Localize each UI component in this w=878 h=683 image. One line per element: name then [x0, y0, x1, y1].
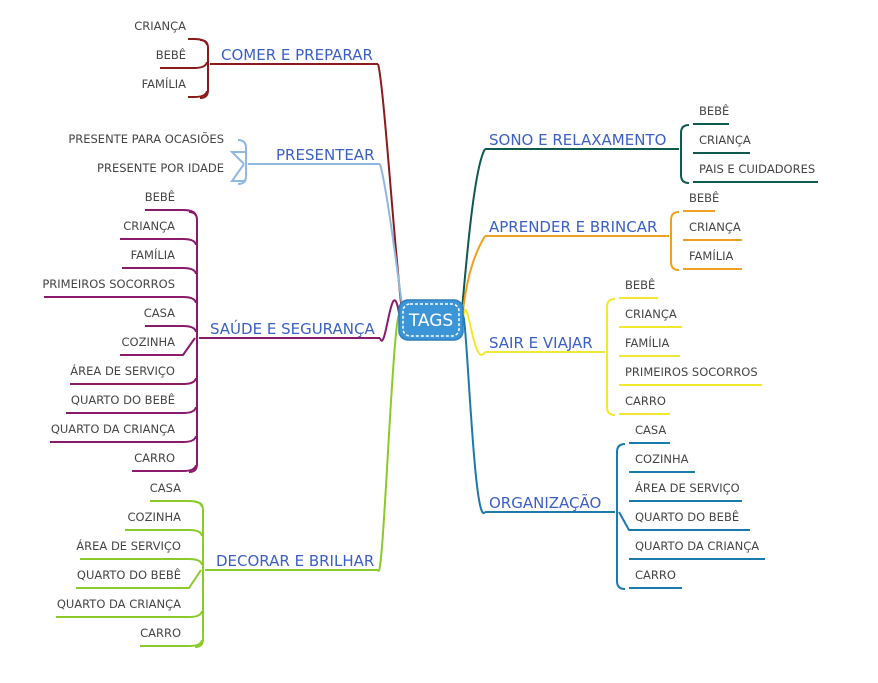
- subtopic-label[interactable]: COZINHA: [122, 335, 176, 349]
- subtopic-label[interactable]: CASA: [144, 306, 175, 320]
- branch-1: PRESENTEAR PRESENTE PARA OCASIÕES PRESENTE…: [68, 131, 405, 321]
- subtopic-line: [160, 61, 208, 69]
- subtopic-label[interactable]: CRIANÇA: [123, 219, 175, 233]
- subtopic-line: [229, 151, 246, 165]
- branch-4: SONO E RELAXAMENTO BEBÊ CRIANÇA PAIS E CUID…: [460, 103, 818, 321]
- subtopic-label[interactable]: BEBÊ: [689, 190, 719, 205]
- branch-3: DECORAR E BRILHAR CASA COZINHA ÁREA DE SERV…: [56, 311, 403, 648]
- branch-connector: [460, 148, 486, 321]
- branch-label[interactable]: DECORAR E BRILHAR: [216, 552, 374, 570]
- subtopic-line: [140, 639, 203, 647]
- branch-label[interactable]: PRESENTEAR: [276, 146, 375, 164]
- subtopic-label[interactable]: ÁREA DE SERVIÇO: [635, 480, 740, 495]
- subtopic-label[interactable]: CARRO: [635, 568, 676, 582]
- subtopic-line: [120, 238, 197, 246]
- branch-label[interactable]: APRENDER E BRINCAR: [489, 218, 657, 236]
- subtopic-label[interactable]: COZINHA: [128, 510, 182, 524]
- subtopic-label[interactable]: CARRO: [134, 451, 175, 465]
- subtopic-label[interactable]: CRIANÇA: [699, 133, 751, 147]
- subtopic-label[interactable]: COZINHA: [635, 452, 689, 466]
- branch-bracket: [672, 124, 690, 184]
- subtopic-label[interactable]: QUARTO DA CRIANÇA: [51, 422, 175, 436]
- subtopic-line: [145, 325, 197, 333]
- branch-5: APRENDER E BRINCAR BEBÊ CRIANÇA FAMÍLIA: [461, 190, 742, 321]
- branch-label[interactable]: ORGANIZAÇÃO: [489, 493, 601, 512]
- subtopic-label[interactable]: CARRO: [625, 394, 666, 408]
- subtopic-label[interactable]: PRIMEIROS SOCORROS: [625, 365, 758, 379]
- subtopic-label[interactable]: CRIANÇA: [689, 220, 741, 234]
- subtopic-line: [120, 337, 196, 356]
- branch-2: SAÚDE E SEGURANÇA BEBÊ CRIANÇA FAMÍLIA PRIME…: [42, 189, 401, 473]
- branch-connector: [377, 311, 403, 572]
- branch-bracket: [199, 39, 214, 99]
- subtopic-label[interactable]: FAMÍLIA: [689, 248, 734, 263]
- subtopic-label[interactable]: BEBÊ: [145, 189, 175, 204]
- subtopic-line: [125, 529, 203, 537]
- branch-connector: [461, 314, 486, 514]
- subtopic-label[interactable]: CARRO: [140, 626, 181, 640]
- subtopic-line: [44, 296, 197, 304]
- subtopic-label[interactable]: FAMÍLIA: [142, 76, 187, 91]
- center-node-box: [398, 299, 464, 341]
- subtopic-label[interactable]: PRESENTE PARA OCASIÕES: [68, 131, 224, 146]
- subtopic-label[interactable]: BEBÊ: [156, 47, 186, 62]
- subtopic-label[interactable]: CRIANÇA: [134, 19, 186, 33]
- subtopic-label[interactable]: ÁREA DE SERVIÇO: [76, 538, 181, 553]
- branch-label[interactable]: SAÚDE E SEGURANÇA: [210, 319, 375, 338]
- subtopic-label[interactable]: QUARTO DO BEBÊ: [77, 567, 181, 582]
- subtopic-label[interactable]: QUARTO DO BEBÊ: [635, 509, 739, 524]
- subtopic-label[interactable]: FAMÍLIA: [131, 247, 176, 262]
- subtopic-line: [132, 464, 197, 472]
- branch-bracket: [598, 298, 616, 416]
- subtopic-label[interactable]: PRIMEIROS SOCORROS: [42, 277, 175, 291]
- branch-connector: [379, 163, 405, 321]
- subtopic-line: [76, 569, 202, 589]
- subtopic-line: [188, 38, 208, 46]
- branch-label[interactable]: COMER E PREPARAR: [221, 46, 373, 64]
- subtopic-line: [230, 163, 246, 182]
- subtopic-label[interactable]: CASA: [150, 481, 181, 495]
- subtopic-line: [150, 500, 203, 508]
- branch-bracket: [610, 443, 626, 590]
- subtopic-label[interactable]: ÁREA DE SERVIÇO: [70, 363, 175, 378]
- subtopic-line: [188, 90, 208, 98]
- branch-connector: [462, 309, 486, 356]
- subtopic-label[interactable]: FAMÍLIA: [625, 335, 670, 350]
- subtopic-line: [56, 610, 203, 618]
- subtopic-line: [145, 209, 197, 217]
- center-node-dashed-border: [402, 303, 460, 337]
- subtopic-label[interactable]: CASA: [635, 423, 666, 437]
- subtopic-label[interactable]: CRIANÇA: [625, 307, 677, 321]
- branch-0: COMER E PREPARAR CRIANÇA BEBÊ FAMÍLIA: [134, 19, 404, 321]
- subtopic-line: [80, 558, 203, 566]
- subtopic-label[interactable]: QUARTO DO BEBÊ: [71, 392, 175, 407]
- subtopic-label[interactable]: BEBÊ: [699, 103, 729, 118]
- branch-label[interactable]: SAIR E VIAJAR: [489, 334, 593, 352]
- branch-6: SAIR E VIAJAR BEBÊ CRIANÇA FAMÍLIA PRIMEIROS…: [462, 277, 762, 416]
- subtopic-label[interactable]: QUARTO DA CRIANÇA: [57, 597, 181, 611]
- branch-bracket: [664, 211, 680, 271]
- subtopic-line: [122, 267, 197, 275]
- center-node-label: TAGS: [408, 311, 453, 331]
- subtopic-label[interactable]: BEBÊ: [625, 277, 655, 292]
- subtopic-line: [70, 377, 197, 385]
- branch-label[interactable]: SONO E RELAXAMENTO: [489, 131, 666, 149]
- branch-connector: [379, 299, 401, 342]
- subtopic-label[interactable]: QUARTO DA CRIANÇA: [635, 539, 759, 553]
- subtopic-line: [66, 406, 197, 414]
- subtopic-line: [618, 511, 750, 531]
- subtopic-label[interactable]: PRESENTE POR IDADE: [97, 161, 224, 175]
- subtopic-label[interactable]: PAIS E CUIDADORES: [699, 162, 815, 176]
- center-node[interactable]: TAGS: [398, 299, 464, 341]
- subtopic-line: [50, 435, 197, 443]
- branch-7: ORGANIZAÇÃO CASA COZINHA ÁREA DE SERVIÇO QUA…: [461, 314, 765, 590]
